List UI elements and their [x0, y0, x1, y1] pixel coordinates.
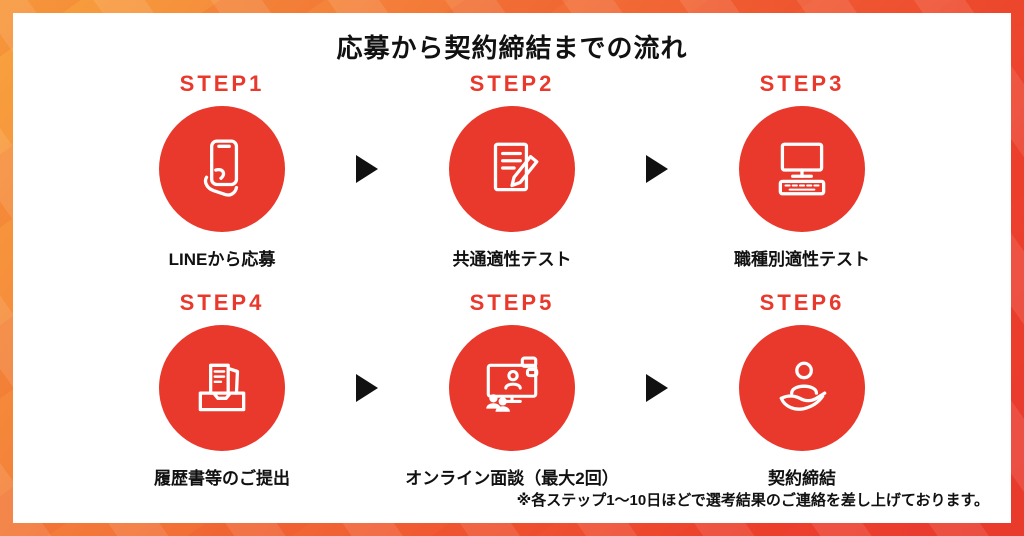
step-number: STEP3	[759, 71, 845, 96]
step-number: STEP2	[469, 71, 555, 96]
arrow-right-icon	[356, 154, 378, 183]
person-in-hand-icon	[779, 361, 827, 411]
flow-row-1: STEP1 LINEから応募 STEP2	[13, 71, 1011, 270]
step-circle	[449, 106, 575, 232]
step-caption: 共通適性テスト	[452, 250, 572, 269]
step-block-4: STEP4 履歴書等のご提出	[97, 290, 347, 489]
step-caption: 契約締結	[768, 469, 836, 488]
step-number: STEP6	[759, 290, 845, 315]
selection-result-note: ※各ステップ1〜10日ほどで選考結果のご連絡を差し上げております。	[516, 492, 989, 509]
step-block-1: STEP1 LINEから応募	[97, 71, 347, 270]
step-caption: オンライン面談（最大2回）	[405, 469, 619, 488]
step-block-3: STEP3 職種別適性テスト	[677, 71, 927, 270]
step-circle	[159, 106, 285, 232]
step-caption: 履歴書等のご提出	[154, 469, 290, 488]
step-block-6: STEP6 契約締結	[677, 290, 927, 489]
arrow-right-icon	[356, 373, 378, 402]
step-number: STEP5	[469, 290, 555, 315]
step-circle	[449, 325, 575, 451]
step-caption: LINEから応募	[168, 250, 276, 269]
smartphone-in-hand-icon	[203, 139, 239, 197]
step-circle	[739, 106, 865, 232]
step-circle	[159, 325, 285, 451]
document-pencil-icon	[493, 142, 539, 192]
step-block-5: STEP5 オンラ	[387, 290, 637, 489]
step-number: STEP1	[179, 71, 265, 96]
flow-row-2: STEP4 履歴書等のご提出 STEP5	[13, 290, 1011, 489]
arrow-right-icon	[646, 373, 668, 402]
step-block-2: STEP2 共通適性テスト	[387, 71, 637, 270]
online-meeting-icon	[486, 356, 539, 412]
content-card: 応募から契約締結までの流れ STEP1 LINEから応募 STEP2	[13, 13, 1011, 523]
step-number: STEP4	[179, 290, 265, 315]
documents-tray-icon	[198, 363, 246, 412]
arrow-right-icon	[646, 154, 668, 183]
desktop-computer-icon	[778, 142, 826, 196]
page-title: 応募から契約締結までの流れ	[336, 33, 688, 63]
step-caption: 職種別適性テスト	[734, 250, 870, 269]
step-circle	[739, 325, 865, 451]
